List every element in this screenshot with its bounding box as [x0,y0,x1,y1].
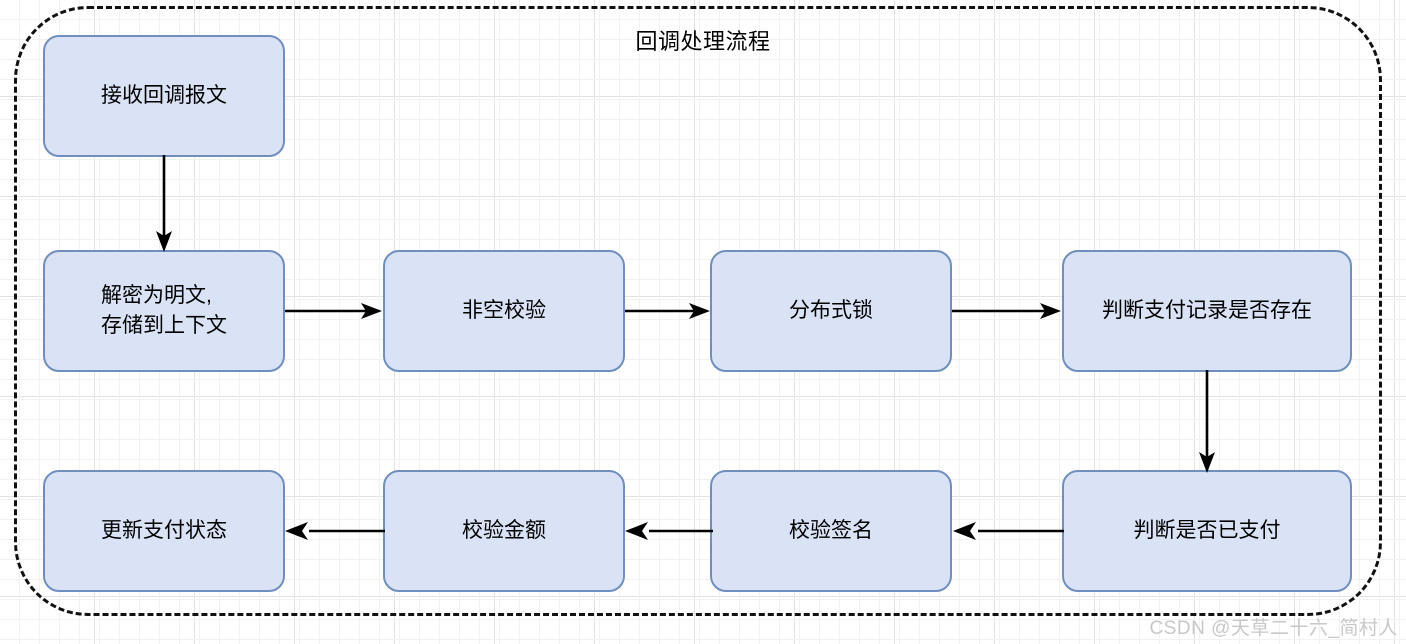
watermark-text: CSDN @天草二十六_简村人 [1149,618,1398,639]
node-label: 分布式锁 [789,298,873,322]
node-label: 非空校验 [462,298,546,322]
node-not-null-validation[interactable]: 非空校验 [383,250,625,372]
node-check-already-paid[interactable]: 判断是否已支付 [1062,470,1352,592]
node-label: 更新支付状态 [101,518,227,542]
node-label: 接收回调报文 [101,83,227,107]
node-label: 校验签名 [789,518,873,542]
node-receive-callback-message[interactable]: 接收回调报文 [43,35,285,157]
edge-receive-to-decrypt [148,155,180,255]
node-label: 解密为明文, 存储到上下文 [101,283,227,337]
node-label: 判断是否已支付 [1133,518,1281,542]
node-label: 校验金额 [462,518,546,542]
edge-lock-to-record-exists [952,296,1064,326]
edge-notnull-to-lock [625,296,713,326]
node-verify-amount[interactable]: 校验金额 [383,470,625,592]
edge-verify-amount-to-update-status [283,516,385,546]
edge-record-exists-to-already-paid [1191,370,1223,476]
edge-already-paid-to-verify-signature [950,516,1064,546]
node-decrypt-and-store-context[interactable]: 解密为明文, 存储到上下文 [43,250,285,372]
node-label: 判断支付记录是否存在 [1102,298,1312,322]
edge-decrypt-to-notnull [285,296,385,326]
node-distributed-lock[interactable]: 分布式锁 [710,250,952,372]
node-verify-signature[interactable]: 校验签名 [710,470,952,592]
node-check-payment-record-exists[interactable]: 判断支付记录是否存在 [1062,250,1352,372]
diagram-title: 回调处理流程 [635,29,771,54]
edge-verify-signature-to-verify-amount [623,516,713,546]
node-update-payment-status[interactable]: 更新支付状态 [43,470,285,592]
group-container-frame [14,6,1382,616]
